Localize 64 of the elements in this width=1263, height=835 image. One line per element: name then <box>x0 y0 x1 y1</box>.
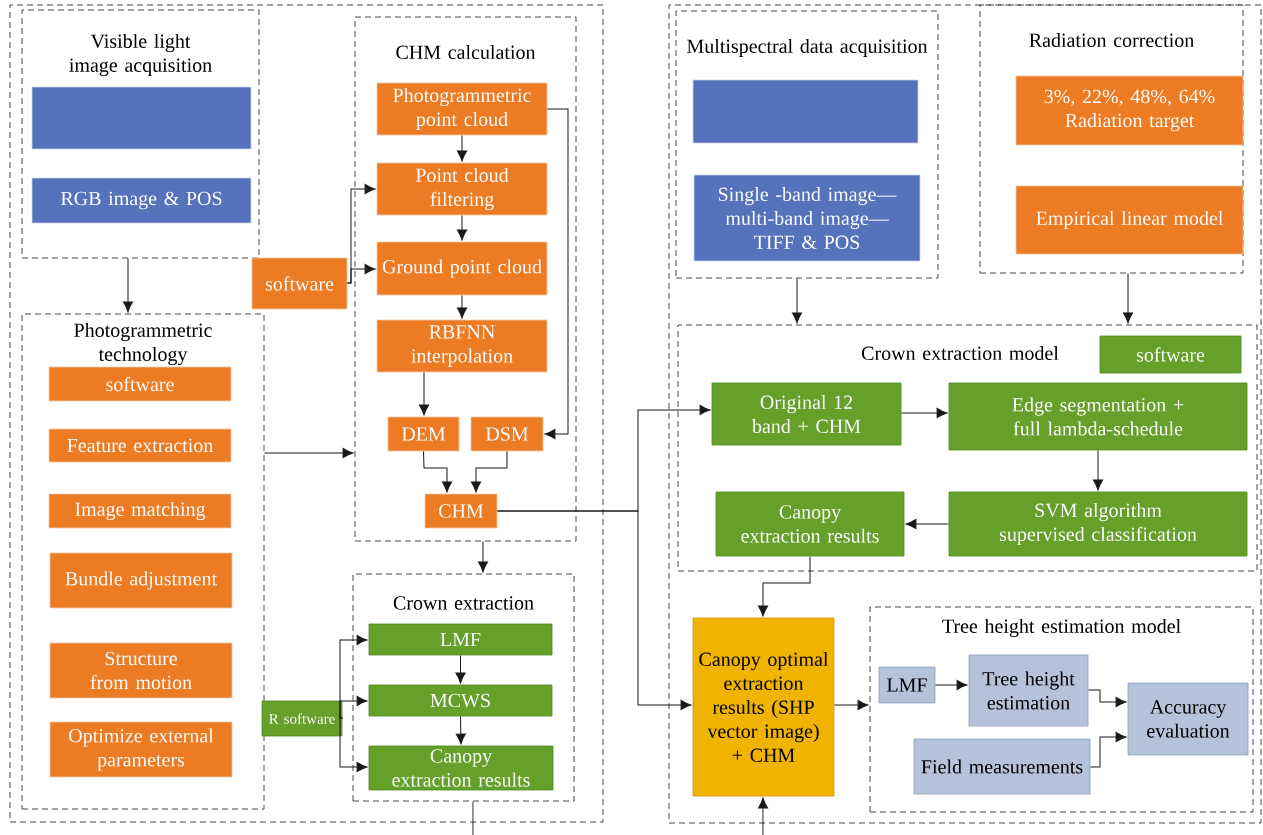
arrow <box>419 371 430 416</box>
dashed-group-frame <box>9 4 604 823</box>
process-box: 3%, 22%, 48%, 64% Radiation target <box>1015 75 1244 146</box>
process-box: Bundle adjustment <box>49 552 233 609</box>
arrow <box>339 696 368 719</box>
process-box: Accuracy evaluation <box>1127 682 1249 756</box>
arrow <box>263 448 354 459</box>
process-box: Tree height estimation <box>968 654 1089 727</box>
arrow <box>122 257 134 313</box>
process-box: Canopy optimal extraction results (SHP vector image) + CHM <box>692 617 835 797</box>
process-box: Edge segmentation + full lambda-schedule <box>948 382 1248 451</box>
process-box <box>31 86 252 150</box>
process-box: DEM <box>387 416 460 452</box>
arrow <box>758 797 769 835</box>
arrow <box>792 277 803 324</box>
process-box: DSM <box>470 416 544 452</box>
arrow <box>423 450 453 493</box>
arrow <box>544 108 569 440</box>
arrow <box>1087 689 1127 708</box>
process-box: Image matching <box>48 493 232 529</box>
arrow <box>455 654 466 684</box>
process-box: software <box>251 257 348 310</box>
process-box: CHM <box>424 493 498 529</box>
arrow <box>478 540 489 573</box>
process-box: Optimize external parameters <box>49 721 233 778</box>
process-box: Single -band image— multi-band image— TIFF & POS <box>693 174 921 262</box>
process-box: Canopy extraction results <box>715 491 905 557</box>
arrow <box>457 294 468 319</box>
process-box: R software <box>261 700 343 737</box>
process-box: software <box>48 366 232 402</box>
process-box: MCWS <box>368 684 553 717</box>
process-box: Original 12 band + CHM <box>711 382 902 446</box>
process-box <box>692 79 919 144</box>
arrow <box>346 263 376 284</box>
arrow <box>339 717 368 773</box>
process-box: LMF <box>368 623 553 656</box>
process-box: LMF <box>878 666 936 704</box>
arrow <box>457 134 468 162</box>
process-box: Point cloud filtering <box>376 162 548 216</box>
process-box: Field measurements <box>913 738 1091 795</box>
process-box: Empirical linear model <box>1015 185 1244 255</box>
process-box: Photogrammetric point cloud <box>376 82 548 136</box>
process-box: RBFNN interpolation <box>376 319 548 373</box>
arrow <box>457 214 468 241</box>
process-box: RGB image & POS <box>31 177 252 224</box>
connector-line <box>472 800 474 835</box>
arrow <box>471 450 508 493</box>
process-box: SVM algorithm supervised classification <box>948 491 1248 557</box>
arrow <box>833 700 869 711</box>
arrow <box>900 408 948 419</box>
arrow <box>758 555 811 617</box>
arrow <box>1123 272 1134 324</box>
process-box: Structure from motion <box>49 642 233 699</box>
arrow <box>455 715 466 745</box>
arrow <box>496 510 692 711</box>
process-box: Feature extraction <box>48 428 232 463</box>
process-box: software <box>1099 335 1242 374</box>
dashed-group-frame <box>668 4 1262 824</box>
arrow <box>1089 732 1127 768</box>
process-box: Ground point cloud <box>376 241 548 296</box>
arrow <box>934 680 968 691</box>
arrow <box>1093 449 1104 491</box>
arrow <box>905 519 950 530</box>
process-box: Canopy extraction results <box>368 745 554 791</box>
